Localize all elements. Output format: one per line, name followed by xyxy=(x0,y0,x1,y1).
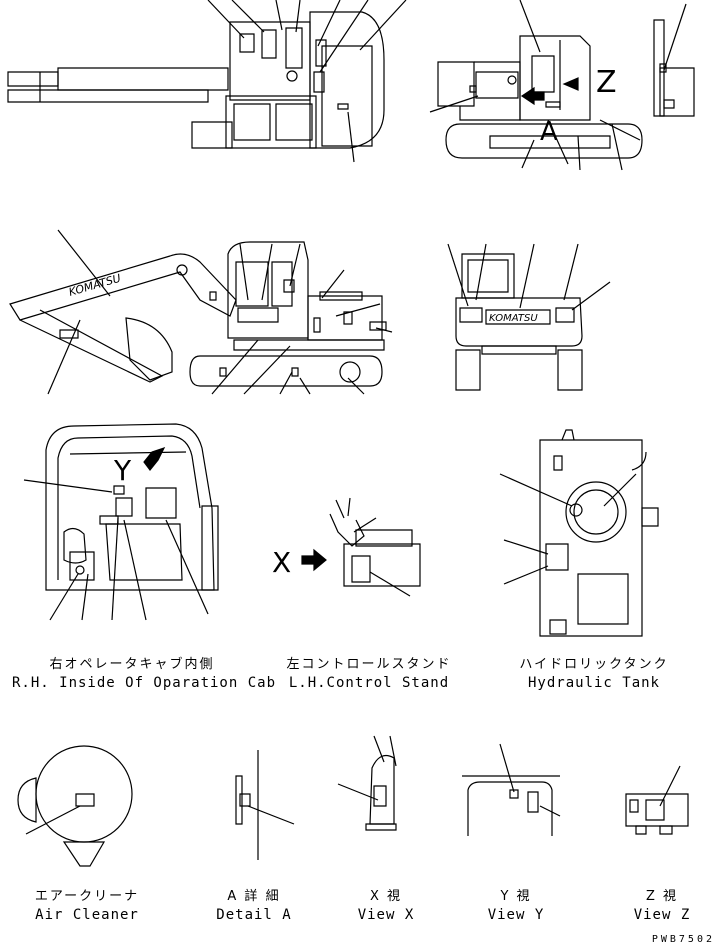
side-panel-view xyxy=(654,4,694,116)
caption-rh-cab-en: R.H. Inside Of Oparation Cab xyxy=(12,675,277,691)
caption-view-z: Z 視 View Z xyxy=(622,888,702,924)
caption-view-y-jp: Y 視 xyxy=(500,889,532,904)
cab-interior-view xyxy=(24,424,218,620)
caption-view-x-en: View X xyxy=(357,907,415,923)
caption-hyd-tank-jp: ハイドロリックタンク xyxy=(519,657,669,672)
mark-x: X xyxy=(272,546,291,579)
side-view-machine: KOMATSU xyxy=(10,230,392,394)
caption-rh-cab: 右オペレータキャブ内側 R.H. Inside Of Oparation Cab xyxy=(12,656,277,692)
view-y-detail xyxy=(462,744,560,836)
detail-a-view xyxy=(236,750,294,860)
caption-view-x: X 視 View X xyxy=(346,888,426,924)
caption-air-cleaner-jp: エアークリーナ xyxy=(34,889,140,904)
caption-lh-stand-jp: 左コントロールスタンド xyxy=(286,657,452,672)
hydraulic-tank-view xyxy=(500,430,658,636)
control-stand-view xyxy=(302,498,420,596)
drawing-code: PWB7502 xyxy=(651,934,715,945)
caption-view-y-en: View Y xyxy=(487,907,545,923)
rear-brand-label: KOMATSU xyxy=(489,313,538,324)
caption-hyd-tank-en: Hydraulic Tank xyxy=(527,675,660,691)
caption-view-y: Y 視 View Y xyxy=(476,888,556,924)
mark-y: Y xyxy=(113,454,132,487)
rear-view-machine: KOMATSU xyxy=(448,244,610,390)
caption-view-z-jp: Z 視 xyxy=(645,889,679,904)
caption-detail-a-jp: A 詳 細 xyxy=(227,889,281,904)
caption-rh-cab-jp: 右オペレータキャブ内側 xyxy=(49,657,215,672)
caption-lh-stand: 左コントロールスタンド L.H.Control Stand xyxy=(284,656,454,692)
top-view-machine xyxy=(8,0,406,162)
caption-lh-stand-en: L.H.Control Stand xyxy=(288,675,450,691)
caption-air-cleaner-en: Air Cleaner xyxy=(35,907,139,923)
mark-z: Z xyxy=(596,65,617,100)
caption-detail-a-en: Detail A xyxy=(216,907,292,923)
caption-hyd-tank: ハイドロリックタンク Hydraulic Tank xyxy=(514,656,674,692)
caption-air-cleaner: エアークリーナ Air Cleaner xyxy=(32,888,142,924)
caption-detail-a: A 詳 細 Detail A xyxy=(214,888,294,924)
caption-view-z-en: View Z xyxy=(633,907,691,923)
rear-perspective-machine xyxy=(430,0,642,170)
mark-a: A xyxy=(540,117,558,147)
caption-view-x-jp: X 視 xyxy=(369,889,403,904)
view-x-detail xyxy=(338,736,396,830)
view-z-detail xyxy=(626,766,688,834)
air-cleaner-view xyxy=(18,746,132,866)
